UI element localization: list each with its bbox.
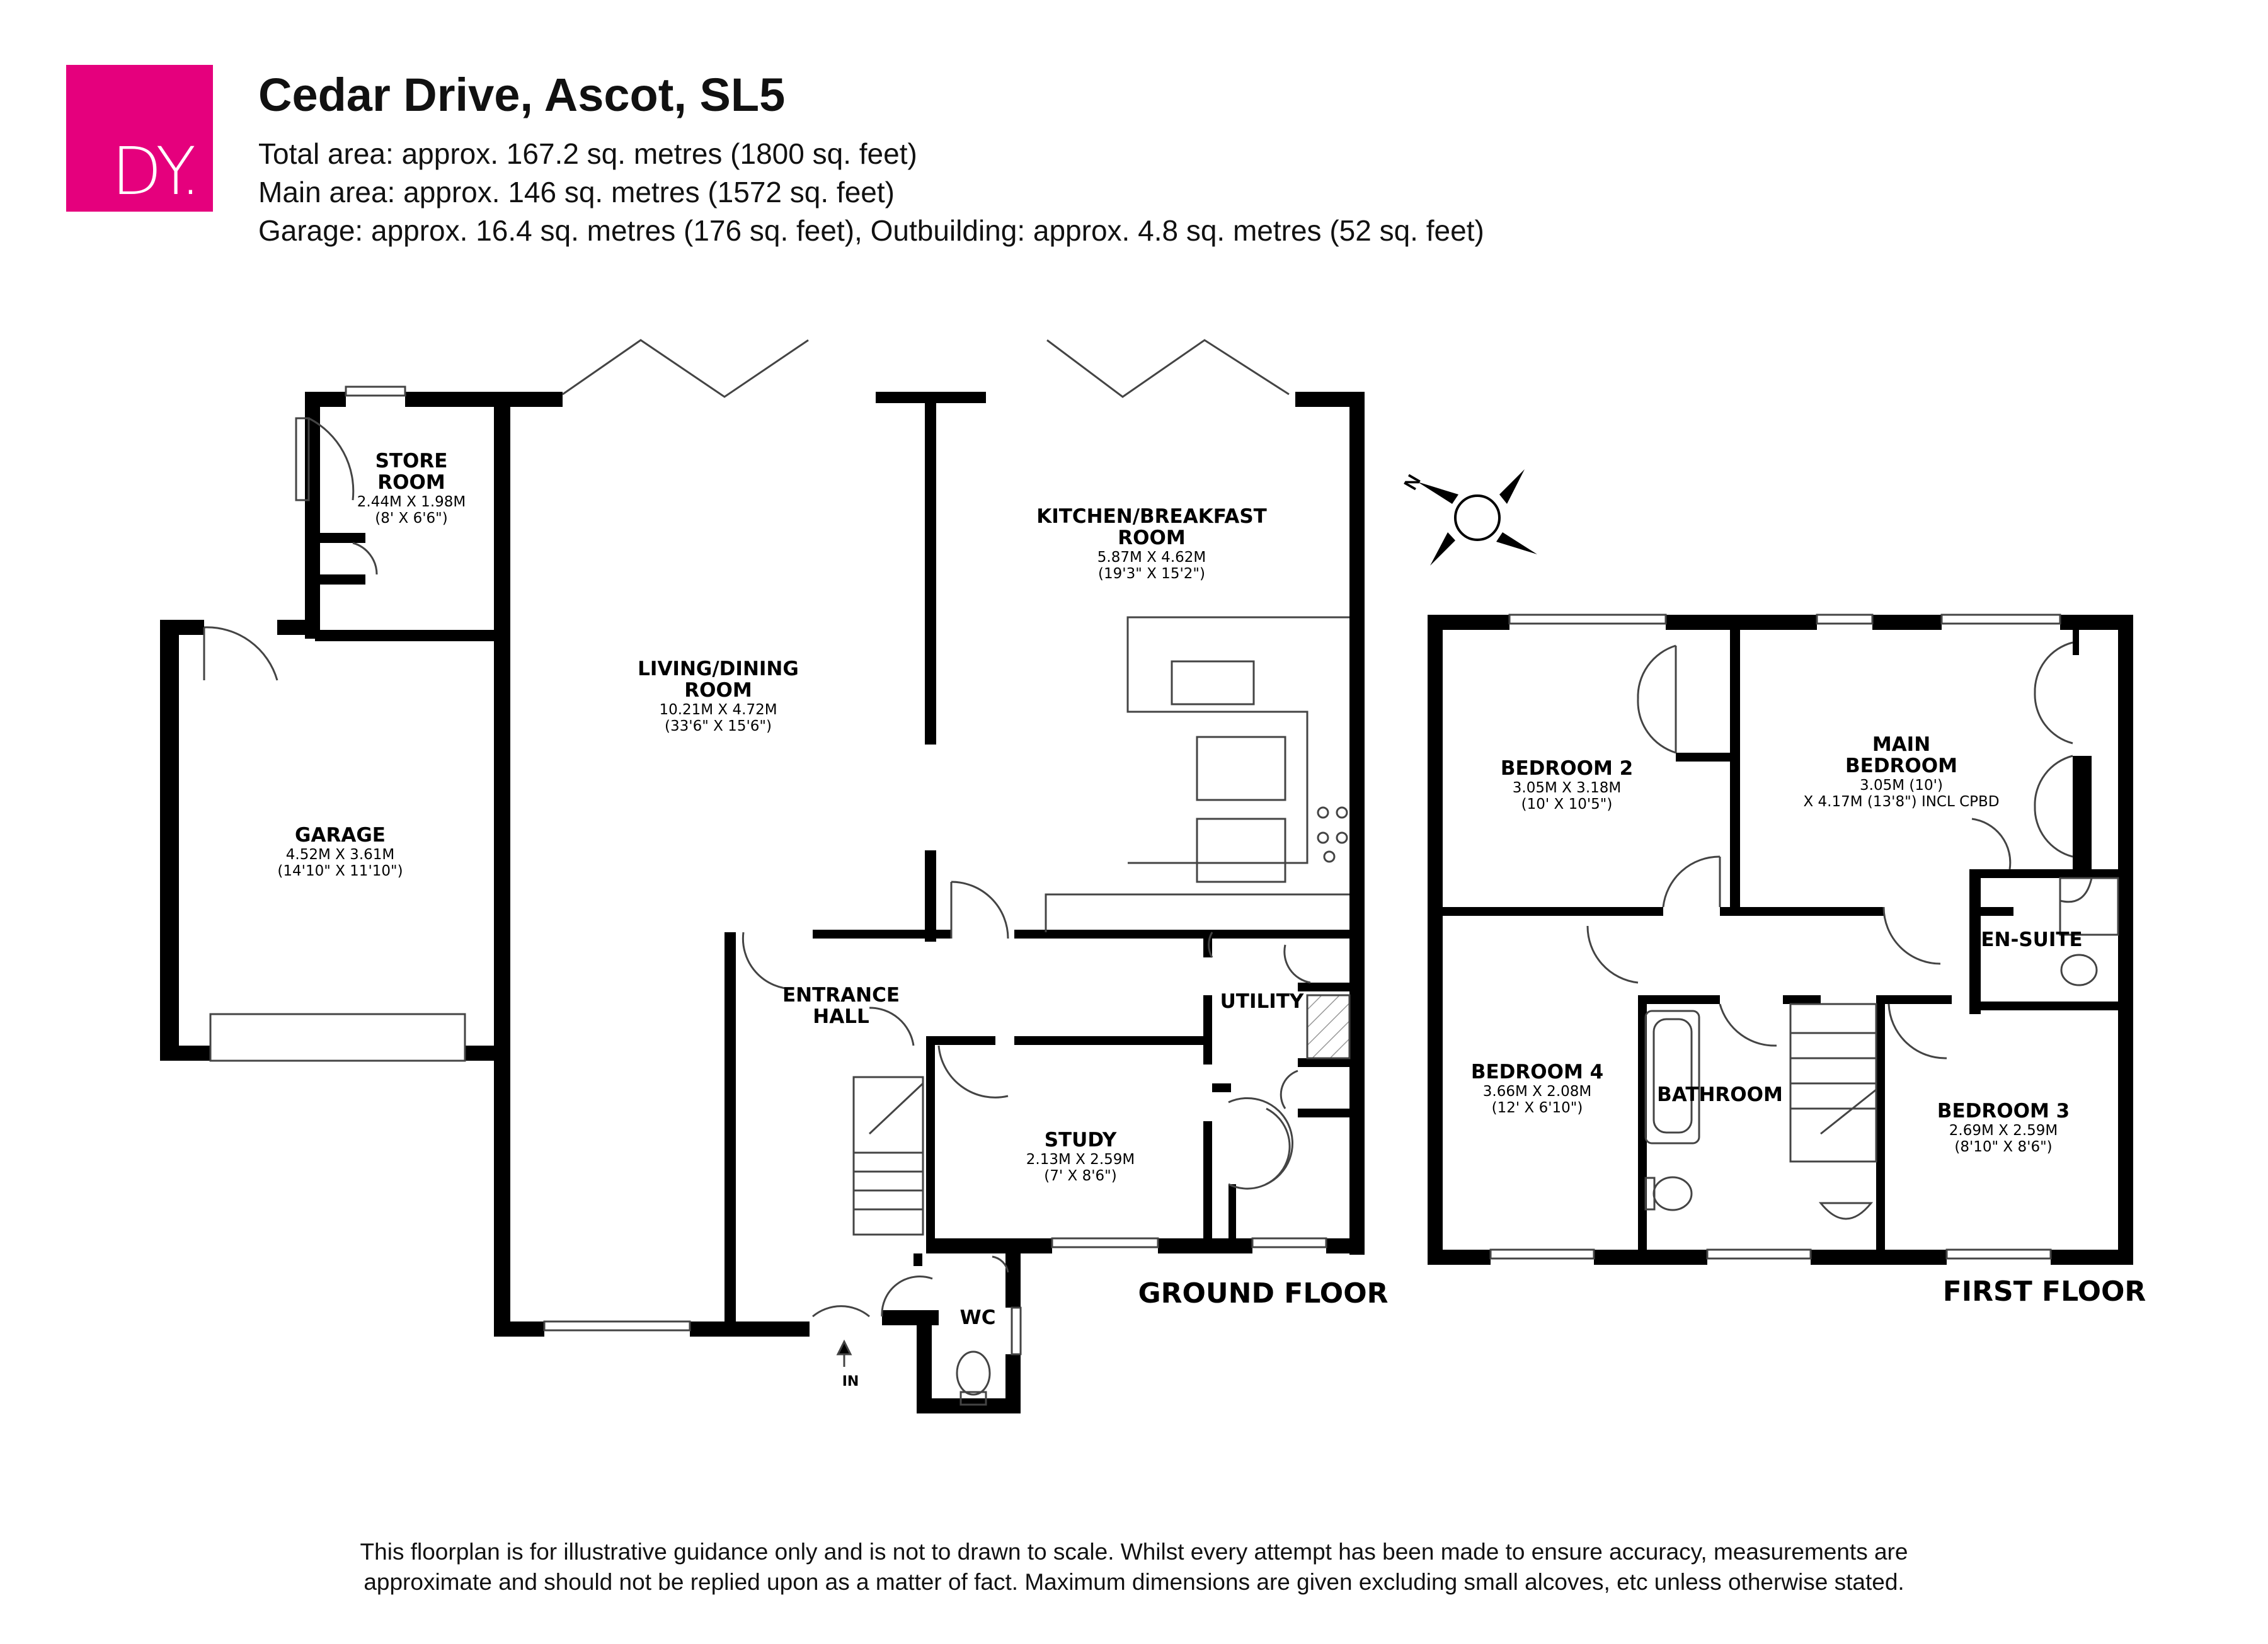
brand-logo-text: DY. (112, 133, 201, 210)
living-name1: LIVING/DINING (638, 658, 799, 680)
study-dim2: (7' X 8'6") (1044, 1168, 1116, 1184)
first-floor-openings (1489, 614, 2119, 1260)
compass-north-label: N (1400, 471, 1424, 493)
bed2-dim2: (10' X 10'5") (1521, 796, 1613, 813)
ensuite-name1: EN-SUITE (1981, 928, 2082, 951)
bed3-dim1: 2.69M X 2.59M (1949, 1122, 2058, 1139)
kitchen-name1: KITCHEN/BREAKFAST (1036, 505, 1267, 528)
ground-floor-label: GROUND FLOOR (1138, 1277, 1388, 1310)
garage-name1: GARAGE (295, 824, 386, 847)
main-dim1: 3.05M (10') (1860, 777, 1943, 794)
store-dim1: 2.44M X 1.98M (357, 494, 466, 510)
store-name2: ROOM (377, 471, 445, 494)
wc-name1: WC (960, 1306, 996, 1329)
main-name2: BEDROOM (1845, 755, 1957, 777)
main-area: Main area: approx. 146 sq. metres (1572 … (258, 176, 895, 208)
living-dim2: (33'6" X 15'6") (665, 718, 772, 734)
living-dim1: 10.21M X 4.72M (659, 702, 777, 718)
garage-dim1: 4.52M X 3.61M (286, 847, 395, 863)
study-dim1: 2.13M X 2.59M (1026, 1151, 1135, 1168)
bed4-dim2: (12' X 6'10") (1492, 1100, 1583, 1116)
brand-logo: DY. (66, 65, 213, 212)
first-floor-label: FIRST FLOOR (1943, 1276, 2146, 1308)
disclaimer-line2: approximate and should not be replied up… (364, 1569, 1904, 1595)
property-title: Cedar Drive, Ascot, SL5 (258, 69, 786, 121)
study-name1: STUDY (1045, 1129, 1117, 1151)
hall-name2: HALL (813, 1005, 869, 1028)
kitchen-dim1: 5.87M X 4.62M (1097, 549, 1206, 566)
total-area: Total area: approx. 167.2 sq. metres (18… (258, 137, 917, 170)
entrance-marker: IN (842, 1374, 859, 1390)
ground-floor-openings (203, 339, 1351, 1406)
bed3-dim2: (8'10" X 8'6") (1954, 1139, 2052, 1155)
compass-rose: N (1400, 469, 1537, 566)
ground-floor-walls (160, 392, 1365, 1413)
bed2-dim1: 3.05M X 3.18M (1513, 780, 1622, 796)
bed3-name1: BEDROOM 3 (1937, 1100, 2070, 1122)
garage-dim2: (14'10" X 11'10") (277, 863, 403, 879)
bed4-name1: BEDROOM 4 (1471, 1061, 1603, 1083)
main-dim2: X 4.17M (13'8") INCL CPBD (1803, 794, 1999, 810)
utility-name1: UTILITY (1220, 990, 1304, 1013)
other-areas: Garage: approx. 16.4 sq. metres (176 sq.… (258, 214, 1484, 247)
room-labels: STORE ROOM 2.44M X 1.98M (8' X 6'6") GAR… (277, 450, 2146, 1390)
main-name1: MAIN (1872, 733, 1930, 756)
store-name1: STORE (375, 450, 448, 472)
kitchen-name2: ROOM (1118, 527, 1185, 549)
bed4-dim1: 3.66M X 2.08M (1483, 1083, 1592, 1100)
disclaimer-line1: This floorplan is for illustrative guida… (360, 1539, 1908, 1565)
bed2-name1: BEDROOM 2 (1501, 757, 1633, 780)
hall-name1: ENTRANCE (782, 984, 900, 1007)
living-name2: ROOM (684, 679, 752, 702)
first-floor-walls (1428, 615, 2133, 1265)
bathroom-name1: BATHROOM (1657, 1083, 1783, 1106)
kitchen-dim2: (19'3" X 15'2") (1098, 566, 1205, 582)
store-dim2: (8' X 6'6") (375, 510, 447, 527)
